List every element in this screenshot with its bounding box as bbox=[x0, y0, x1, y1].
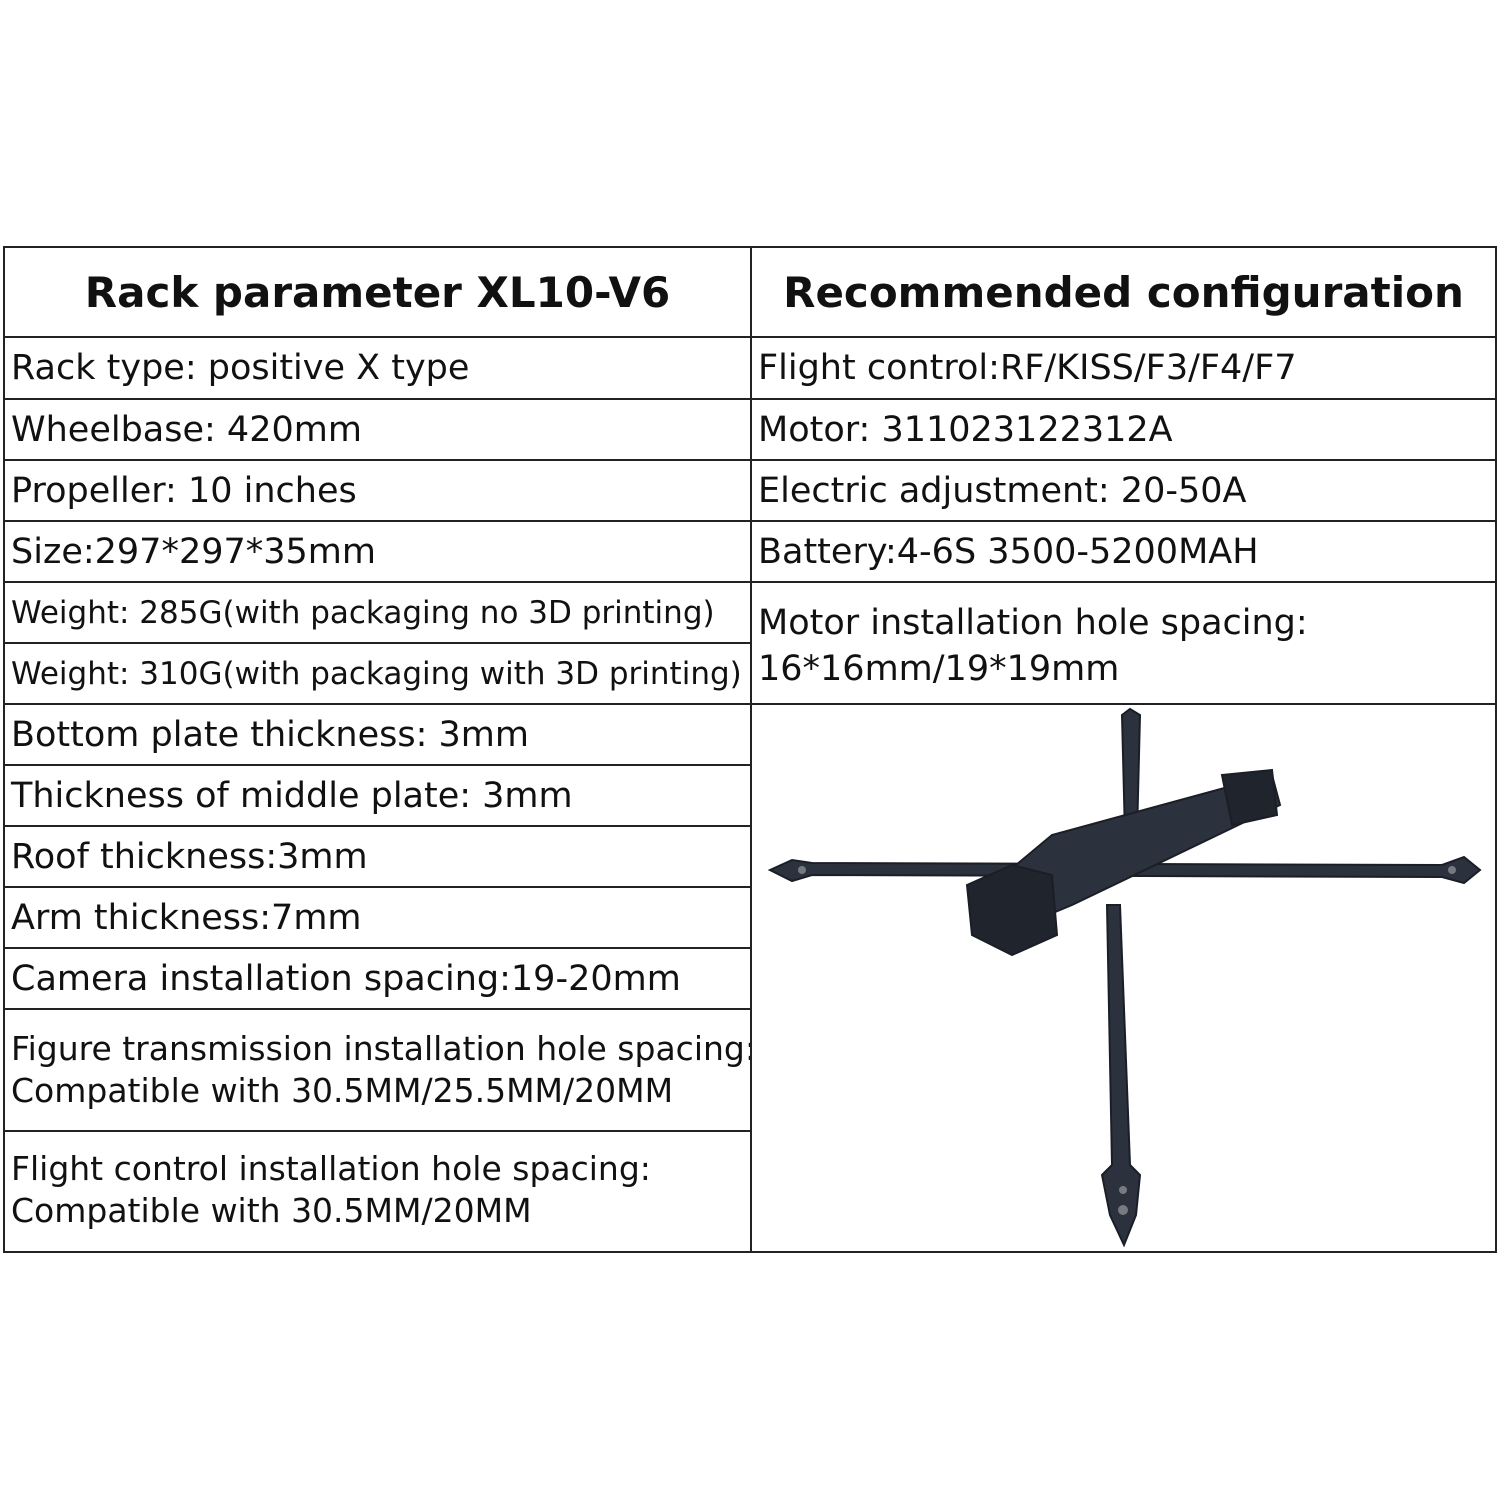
row-divider bbox=[5, 581, 1495, 583]
row-divider bbox=[5, 459, 1495, 461]
spec-figure-transmission: Figure transmission installation hole sp… bbox=[5, 1028, 750, 1128]
row-divider bbox=[5, 1008, 750, 1010]
row-divider bbox=[5, 825, 750, 827]
row-divider bbox=[5, 703, 1495, 705]
right-header: Recommended configuration bbox=[783, 268, 1464, 317]
row-divider bbox=[5, 1130, 750, 1132]
spec-flight-control-spacing: Flight control installation hole spacing… bbox=[5, 1148, 750, 1248]
spec-camera-spacing: Camera installation spacing:19-20mm bbox=[11, 959, 681, 999]
spec-weight-3d: Weight: 310G(with packaging with 3D prin… bbox=[11, 656, 742, 692]
spec-size: Size:297*297*35mm bbox=[11, 532, 376, 572]
column-divider bbox=[750, 248, 752, 1251]
spec-table: Rack parameter XL10-V6 Recommended confi… bbox=[3, 246, 1497, 1253]
config-battery: Battery:4-6S 3500-5200MAH bbox=[758, 532, 1259, 572]
config-motor-line1: Motor installation hole spacing: bbox=[758, 603, 1308, 643]
spec-wheelbase: Wheelbase: 420mm bbox=[11, 410, 362, 450]
spec-weight-no-3d: Weight: 285G(with packaging no 3D printi… bbox=[11, 595, 715, 631]
spec-flight-line1: Flight control installation hole spacing… bbox=[11, 1149, 651, 1188]
config-motor: Motor: 311023122312A bbox=[758, 410, 1173, 450]
spec-roof: Roof thickness:3mm bbox=[11, 837, 368, 877]
config-motor-line2: 16*16mm/19*19mm bbox=[758, 649, 1120, 689]
row-divider bbox=[5, 520, 1495, 522]
row-divider bbox=[5, 398, 1495, 400]
spec-arm: Arm thickness:7mm bbox=[11, 898, 362, 938]
row-divider bbox=[5, 947, 750, 949]
spec-middle-plate: Thickness of middle plate: 3mm bbox=[11, 776, 573, 816]
row-divider bbox=[5, 886, 750, 888]
left-header: Rack parameter XL10-V6 bbox=[84, 268, 671, 317]
row-divider bbox=[5, 642, 750, 644]
drone-frame-icon bbox=[767, 707, 1482, 1248]
spec-rack-type: Rack type: positive X type bbox=[11, 348, 470, 388]
config-flight-control: Flight control:RF/KISS/F3/F4/F7 bbox=[758, 348, 1297, 388]
spec-propeller: Propeller: 10 inches bbox=[11, 471, 357, 511]
spec-bottom-plate: Bottom plate thickness: 3mm bbox=[11, 715, 529, 755]
row-divider bbox=[5, 336, 1495, 338]
config-motor-hole-spacing: Motor installation hole spacing: 16*16mm… bbox=[752, 600, 1495, 700]
spec-flight-line2: Compatible with 30.5MM/20MM bbox=[11, 1191, 532, 1230]
spec-figure-line2: Compatible with 30.5MM/25.5MM/20MM bbox=[11, 1071, 674, 1110]
spec-figure-line1: Figure transmission installation hole sp… bbox=[11, 1029, 750, 1068]
config-esc: Electric adjustment: 20-50A bbox=[758, 471, 1247, 511]
row-divider bbox=[5, 764, 750, 766]
